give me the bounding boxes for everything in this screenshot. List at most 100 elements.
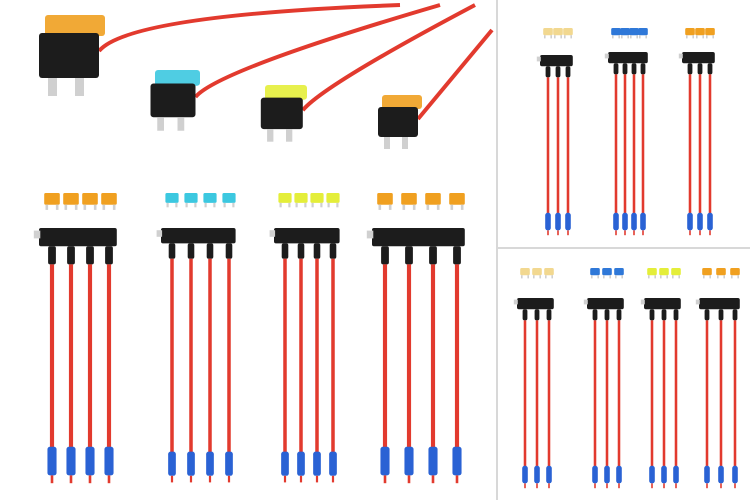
- fuse: [449, 193, 465, 205]
- butt-connector: [718, 465, 724, 484]
- fuse: [611, 28, 621, 36]
- butt-connector: [85, 446, 95, 476]
- fuse-blade: [311, 202, 314, 208]
- wire-boot: [545, 66, 551, 78]
- fuse: [278, 193, 292, 203]
- wire-boot: [67, 246, 75, 265]
- butt-connector: [534, 465, 540, 484]
- fuse: [590, 268, 600, 276]
- fuse-blade: [645, 35, 647, 39]
- butt-connector: [297, 451, 305, 476]
- fuse-blade: [737, 275, 739, 279]
- fuse-blade: [627, 35, 629, 39]
- wire-boot: [707, 63, 713, 75]
- fuse-holder-block: [699, 298, 740, 310]
- fuse-blade: [304, 202, 307, 208]
- fuse-blade: [320, 202, 323, 208]
- fuse-holder-block: [150, 83, 196, 118]
- wire-boot: [281, 243, 289, 259]
- fuse-blade: [436, 204, 440, 210]
- fuse-holder-block: [682, 52, 715, 64]
- butt-connector: [452, 446, 462, 476]
- fuse-blade: [412, 204, 416, 210]
- fuse-blade: [692, 35, 694, 39]
- fuse: [222, 193, 236, 203]
- fuse-holder-block: [540, 55, 573, 67]
- fuse-holder-block: [517, 298, 554, 310]
- fuse-blade: [450, 204, 454, 210]
- fuse-blade: [717, 275, 719, 279]
- fuse-holder-block: [260, 97, 303, 130]
- wire-boot: [329, 243, 337, 259]
- fuse: [620, 28, 630, 36]
- butt-connector: [616, 465, 622, 484]
- fuse: [44, 193, 60, 205]
- wire-boot: [297, 243, 305, 259]
- fuse: [544, 268, 554, 276]
- butt-connector: [640, 212, 646, 231]
- fuse: [45, 15, 105, 36]
- butt-connector: [622, 212, 628, 231]
- fuse-blade: [654, 275, 656, 279]
- fuse-blade: [527, 275, 529, 279]
- fuse-blade: [731, 275, 733, 279]
- fuse: [695, 28, 705, 36]
- wire-boot: [522, 309, 528, 321]
- fuse-blade: [185, 202, 188, 208]
- fuse-blade: [609, 275, 611, 279]
- fuse: [730, 268, 740, 276]
- fuse: [63, 193, 79, 205]
- fuse: [705, 28, 715, 36]
- fuse-blade: [288, 202, 291, 208]
- wire-boot: [616, 309, 622, 321]
- fuse: [520, 268, 530, 276]
- fuse-blade: [672, 275, 674, 279]
- red-wire: [416, 28, 494, 121]
- fuse-blade: [460, 204, 464, 210]
- hero-fuse-tap: [378, 28, 494, 149]
- butt-connector: [329, 451, 337, 476]
- fuse: [82, 193, 98, 205]
- fuse-tap-group: [640, 268, 681, 489]
- fuse-holder-block: [608, 52, 648, 64]
- fuse-blade: [554, 35, 556, 39]
- holder-terminal: [402, 137, 408, 149]
- butt-connector: [206, 451, 214, 476]
- fuse-blade: [703, 275, 705, 279]
- fuse-tap-group: [583, 268, 624, 489]
- butt-connector: [66, 446, 76, 476]
- butt-connector: [47, 446, 57, 476]
- butt-connector: [546, 465, 552, 484]
- fuse-blade: [279, 202, 282, 208]
- fuse: [184, 193, 198, 203]
- fuse-holder-block: [39, 228, 117, 247]
- fuse-blade: [702, 35, 704, 39]
- butt-connector: [104, 446, 114, 476]
- wire-boot: [555, 66, 561, 78]
- fuse: [401, 193, 417, 205]
- wire-boot: [405, 246, 413, 265]
- wire-boot: [313, 243, 321, 259]
- fuse-blade: [551, 275, 553, 279]
- butt-connector: [404, 446, 414, 476]
- wire-boot: [453, 246, 461, 265]
- holder-terminal: [286, 129, 293, 142]
- fuse-blade: [550, 35, 552, 39]
- fuse-blade: [618, 35, 620, 39]
- holder-terminal: [156, 230, 163, 237]
- fuse-blade: [336, 202, 339, 208]
- wire-boot: [381, 246, 389, 265]
- fuse: [382, 95, 422, 109]
- fuse-holder-block: [378, 107, 418, 137]
- wire-boot: [697, 63, 703, 75]
- wire-boot: [105, 246, 113, 265]
- butt-connector: [604, 465, 610, 484]
- wire-boot: [429, 246, 437, 265]
- fuse: [165, 193, 179, 203]
- fuse: [326, 193, 340, 203]
- wire-boot: [661, 309, 667, 321]
- fuse: [532, 268, 542, 276]
- wire-boot: [48, 246, 56, 265]
- fuse: [310, 193, 324, 203]
- fuse: [702, 268, 712, 276]
